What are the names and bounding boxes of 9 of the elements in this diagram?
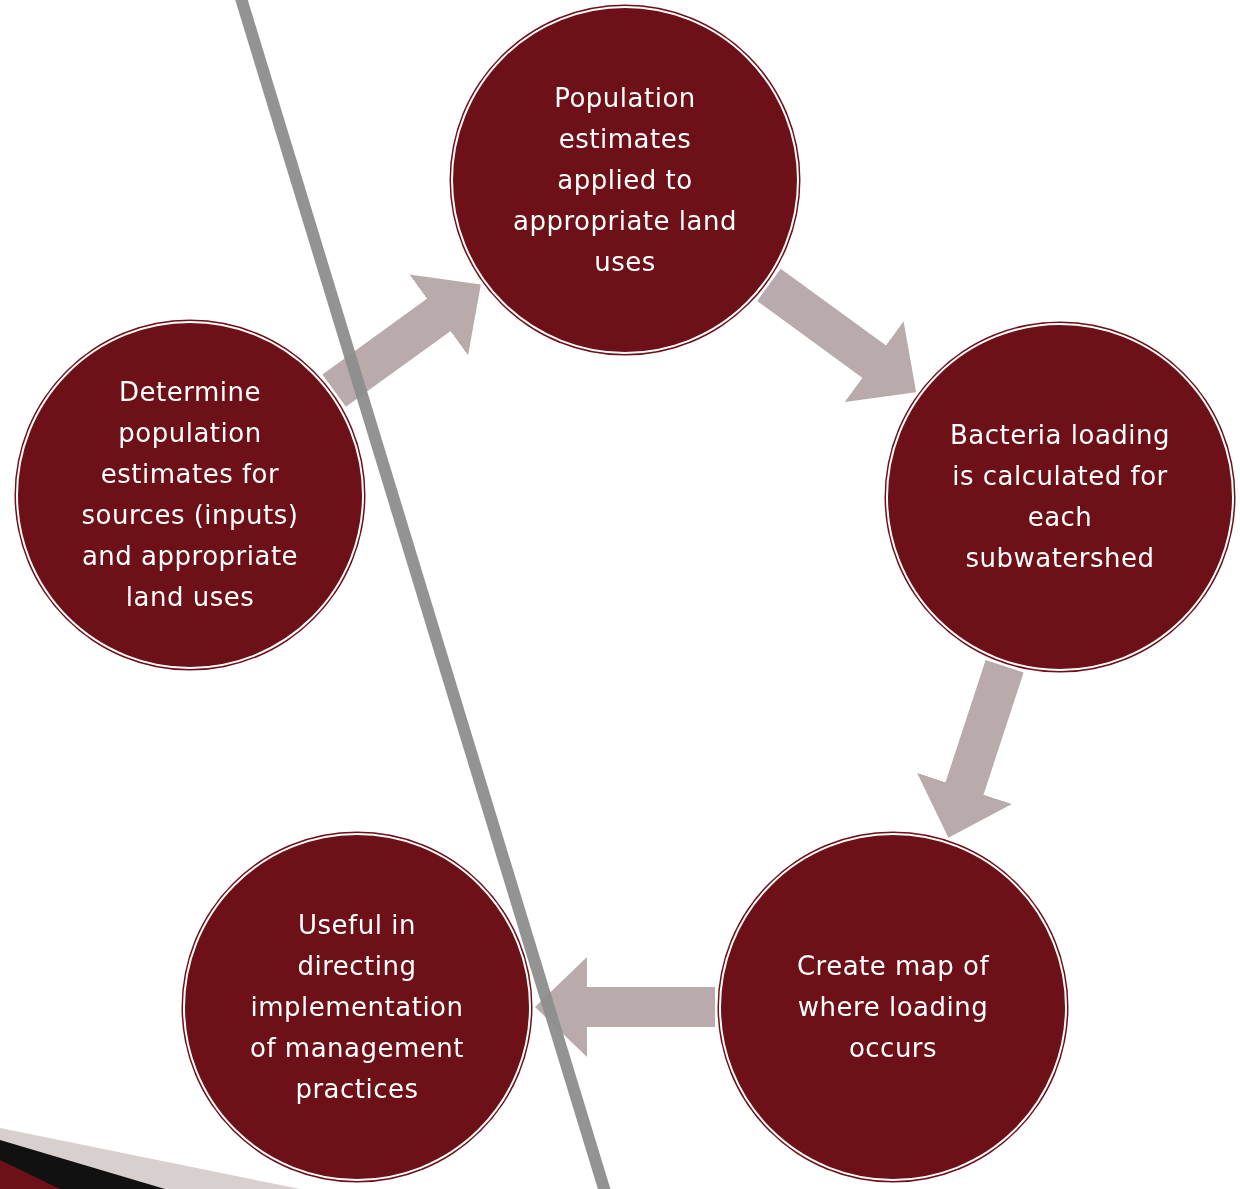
step-text: Create map of where loading occurs xyxy=(795,949,991,1065)
step-text: Determine population estimates for sources (inputs) and appropriate land uses xyxy=(80,376,300,614)
block-arrow xyxy=(917,659,1024,838)
block-arrow xyxy=(757,268,917,402)
step-text: Bacteria loading is calculated for each subwatershed xyxy=(948,419,1172,575)
step-text: Useful in directing implementation of management practices xyxy=(249,908,465,1106)
block-arrow xyxy=(535,957,715,1057)
block-arrow xyxy=(322,274,481,407)
step-text: Population estimates applied to appropriate land uses xyxy=(512,81,738,279)
